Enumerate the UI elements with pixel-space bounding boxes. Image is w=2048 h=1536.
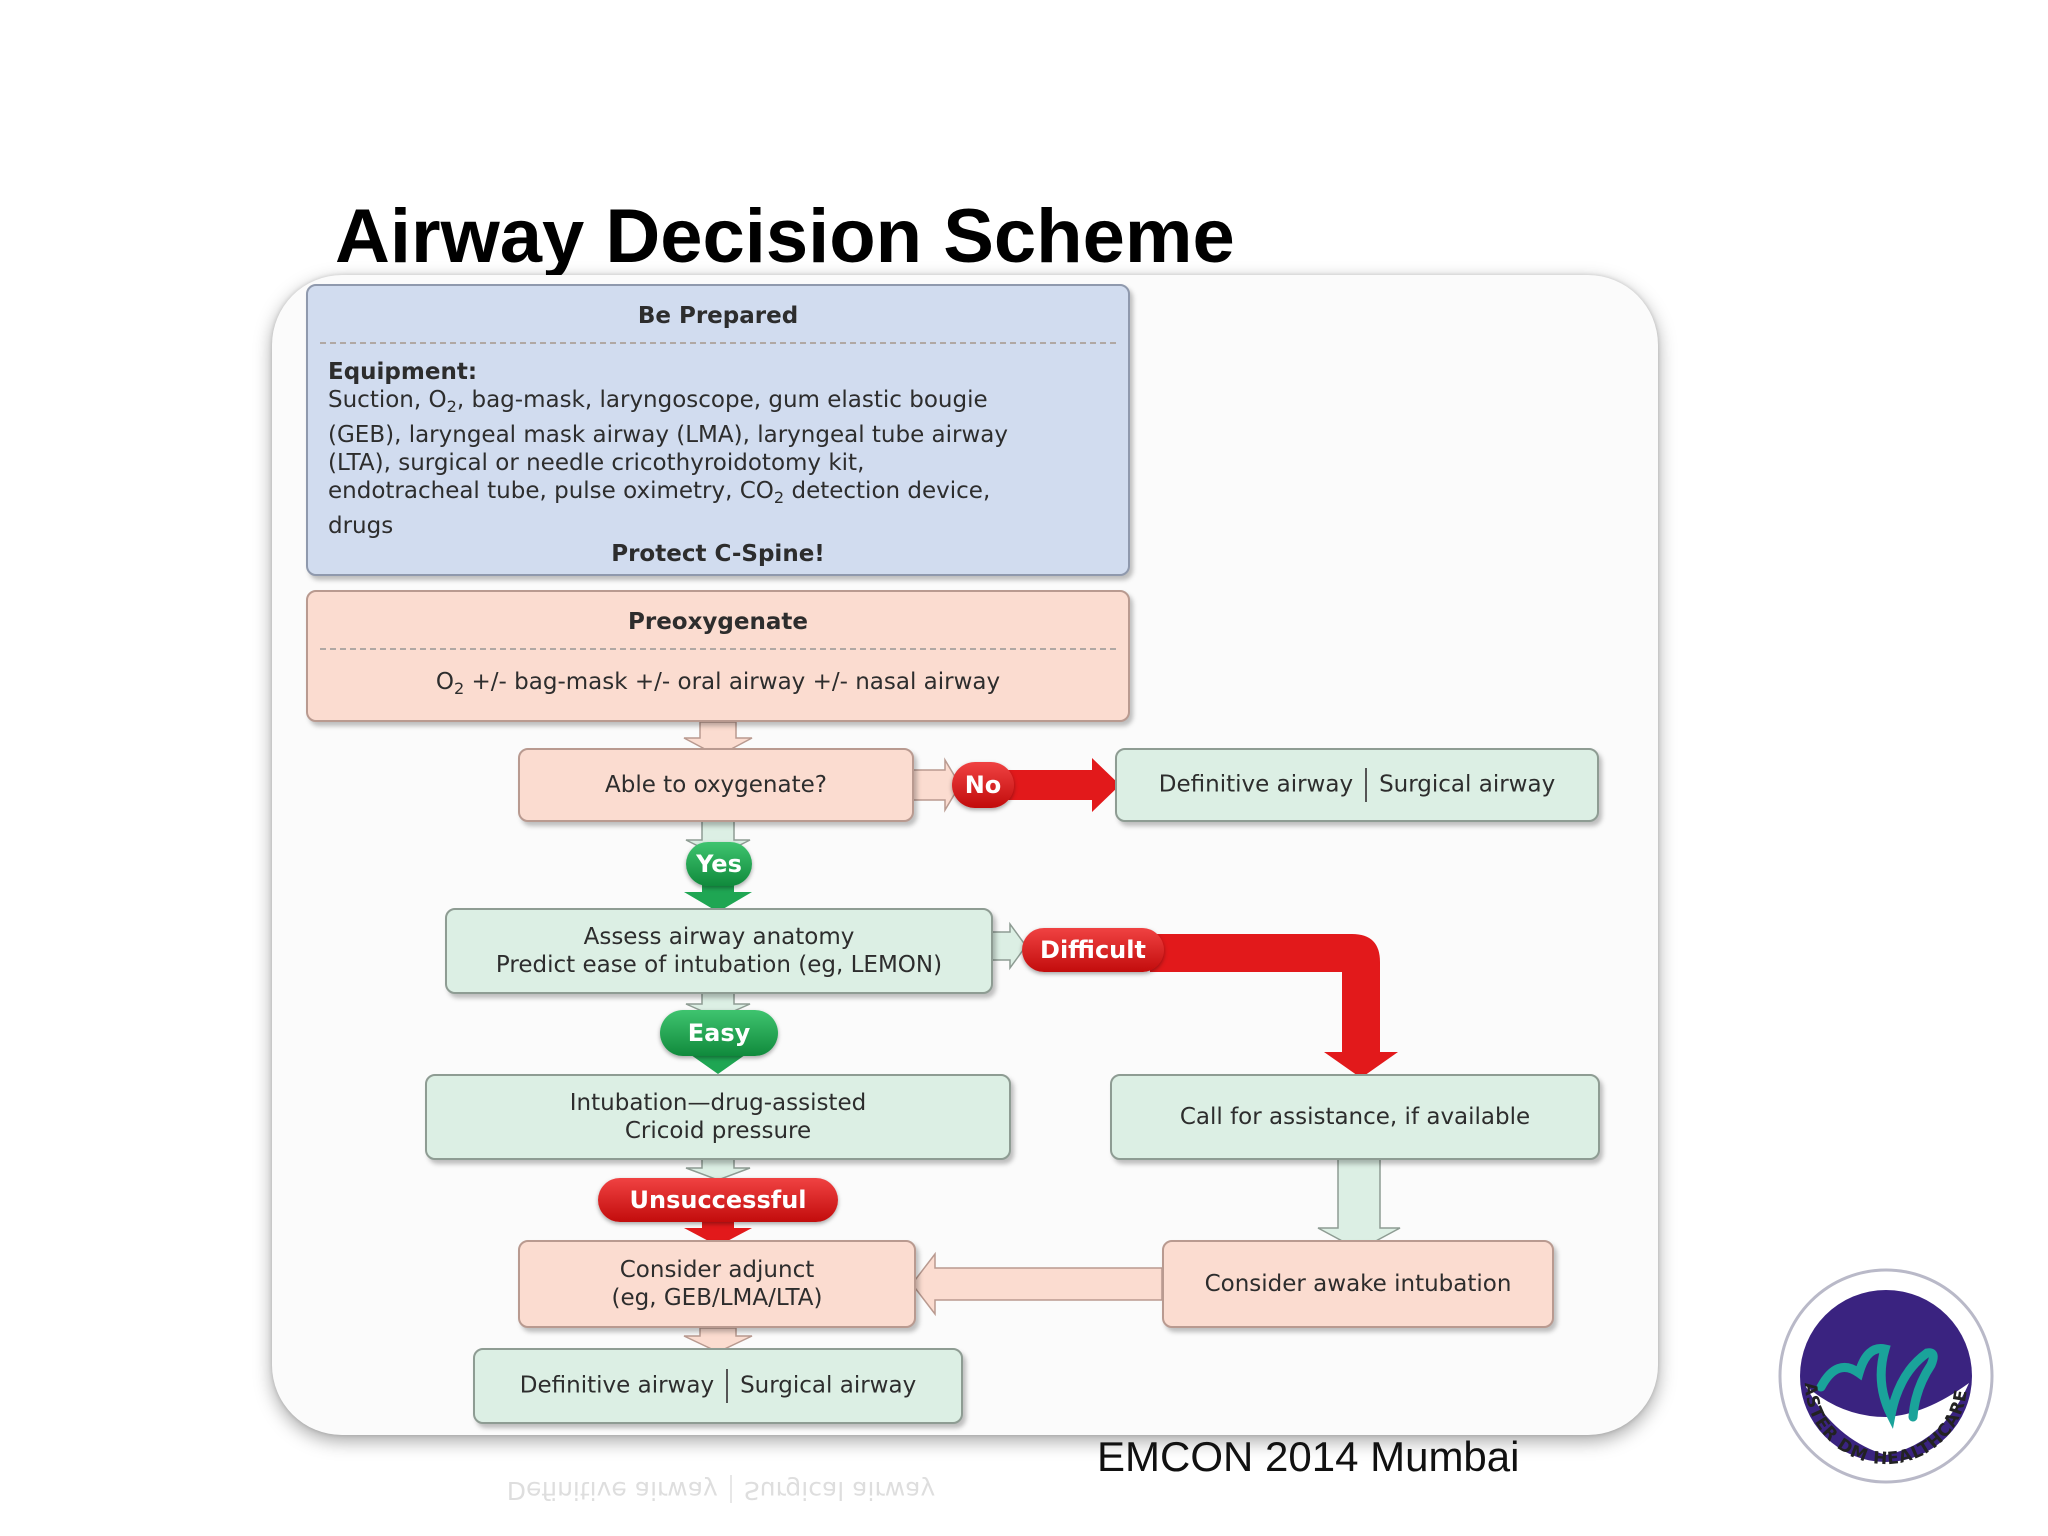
definitive-airway-bottom: Definitive airway Surgical airway: [473, 1348, 963, 1424]
preoxygenate-header: Preoxygenate: [628, 609, 808, 635]
page-title: Airway Decision Scheme: [335, 194, 1235, 279]
arrow-oxygenate-to-no: [911, 757, 961, 813]
unsuccessful-pill: Unsuccessful: [598, 1178, 838, 1222]
divider: [320, 342, 1116, 344]
assess-line-2: Predict ease of intubation (eg, LEMON): [495, 952, 943, 978]
intubation-line-1: Intubation—drug-assisted: [569, 1090, 867, 1116]
no-pill: No: [952, 762, 1014, 808]
oxygenate-question-box: Able to oxygenate?: [518, 748, 914, 822]
intubation-box: Intubation—drug-assisted Cricoid pressur…: [425, 1074, 1011, 1160]
adjunct-line-2: (eg, GEB/LMA/LTA): [611, 1285, 823, 1311]
awake-intubation-box: Consider awake intubation: [1162, 1240, 1554, 1328]
surgical-label: Surgical airway: [1379, 771, 1556, 798]
separator: [1365, 768, 1368, 802]
difficult-pill: Difficult: [1022, 928, 1164, 972]
footer-text: EMCON 2014 Mumbai: [1097, 1433, 1520, 1480]
assess-airway-box: Assess airway anatomy Predict ease of in…: [445, 908, 993, 994]
aster-dm-logo: ASTER DM HEALTHCARE: [1778, 1268, 1994, 1484]
arrow-assess-to-difficult: [991, 921, 1027, 971]
call-assistance-box: Call for assistance, if available: [1110, 1074, 1600, 1160]
arrow-preox-to-oxygenate: [683, 721, 753, 757]
be-prepared-box: Be Prepared Equipment: Suction, O2, bag-…: [306, 284, 1130, 576]
equipment-line-5: drugs: [328, 513, 394, 539]
surgical-label: Surgical airway: [740, 1372, 917, 1399]
equipment-line-1: Suction, O2, bag-mask, laryngoscope, gum…: [328, 387, 988, 416]
awake-intubation-text: Consider awake intubation: [1204, 1271, 1512, 1297]
separator: [726, 1369, 729, 1403]
preoxygenate-line: O2 +/- bag-mask +/- oral airway +/- nasa…: [435, 669, 1001, 698]
divider: [320, 648, 1116, 650]
arrow-awake-to-adjunct: [911, 1251, 1163, 1317]
oxygenate-question: Able to oxygenate?: [605, 772, 827, 798]
be-prepared-header: Be Prepared: [637, 303, 799, 329]
arrow-unsuccessful-down: [684, 1218, 752, 1246]
assess-line-1: Assess airway anatomy: [583, 924, 855, 950]
definitive-label: Definitive airway: [1158, 771, 1354, 798]
definitive-airway-top: Definitive airway Surgical airway: [1115, 748, 1599, 822]
adjunct-line-1: Consider adjunct: [619, 1257, 815, 1283]
arrow-easy-down: [684, 1038, 752, 1074]
consider-adjunct-box: Consider adjunct (eg, GEB/LMA/LTA): [518, 1240, 916, 1328]
protect-c-spine: Protect C-Spine!: [611, 541, 825, 567]
call-assistance-text: Call for assistance, if available: [1179, 1104, 1531, 1130]
arrow-no-red: [1000, 758, 1120, 812]
equipment-line-3: (LTA), surgical or needle cricothyroidot…: [328, 450, 865, 476]
intubation-line-2: Cricoid pressure: [624, 1118, 812, 1144]
equipment-label: Equipment:: [328, 359, 478, 385]
arrow-intub-to-unsuccessful: [685, 1157, 751, 1181]
yes-pill: Yes: [686, 842, 752, 886]
definitive-label: Definitive airway: [519, 1372, 715, 1399]
equipment-line-4: endotracheal tube, pulse oximetry, CO2 d…: [328, 478, 991, 507]
arrow-difficult-red: [1150, 934, 1398, 1078]
arrow-adjunct-to-definitive: [683, 1327, 753, 1353]
easy-pill: Easy: [660, 1010, 778, 1056]
equipment-line-2: (GEB), laryngeal mask airway (LMA), lary…: [328, 422, 1009, 448]
arrow-yes-down: [684, 880, 752, 912]
arrow-call-to-awake: [1317, 1157, 1401, 1251]
preoxygenate-box: Preoxygenate O2 +/- bag-mask +/- oral ai…: [306, 590, 1130, 722]
